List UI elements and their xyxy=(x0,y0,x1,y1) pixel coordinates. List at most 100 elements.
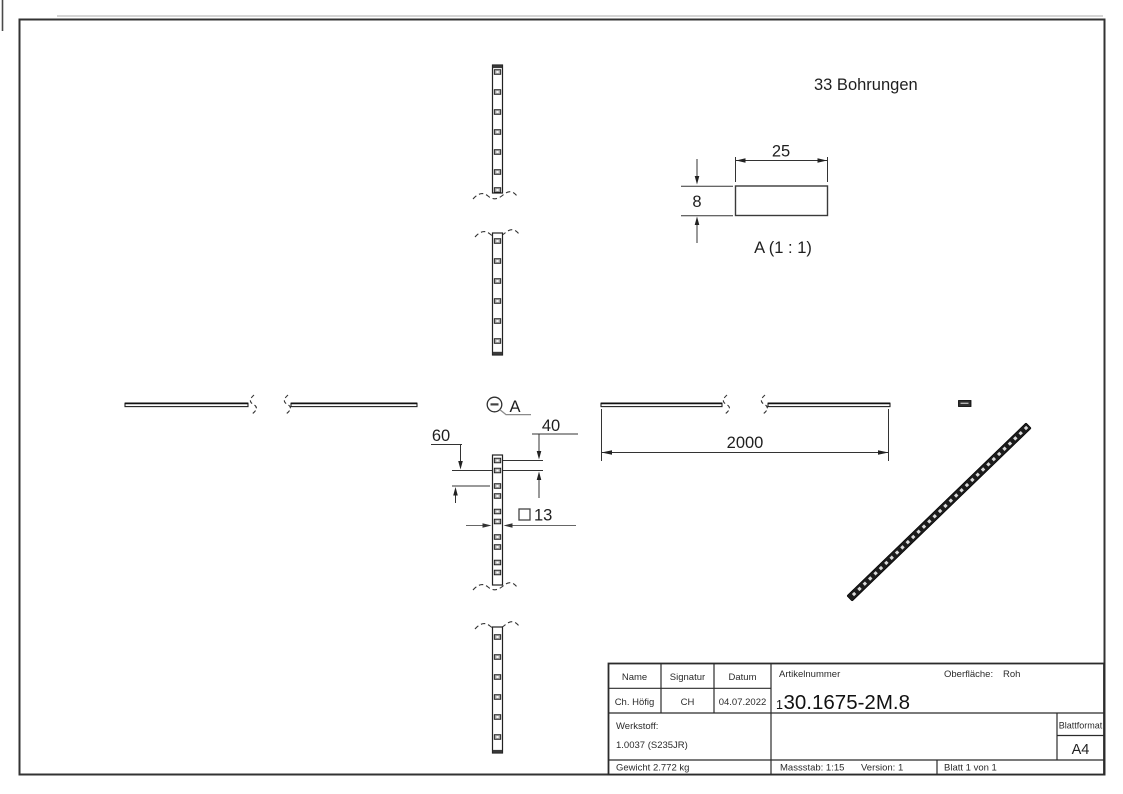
hole-highlight xyxy=(496,71,499,73)
square-hole xyxy=(910,534,916,540)
arrowhead xyxy=(536,471,542,480)
square-hole xyxy=(900,545,905,550)
hole-highlight xyxy=(496,240,499,242)
bar-end-cap xyxy=(492,749,503,753)
square-hole xyxy=(975,472,980,477)
square-hole xyxy=(943,503,948,509)
square-hole xyxy=(905,539,911,545)
square-hole xyxy=(862,581,868,586)
dimension-hole-pitch-60: 60 xyxy=(431,427,463,503)
sheet-format-label: Blattformat xyxy=(1059,721,1103,731)
hole-highlight xyxy=(496,260,499,262)
square-hole xyxy=(1007,441,1013,446)
dim-13: 13 xyxy=(534,507,552,525)
square-hole xyxy=(932,513,937,519)
hole-highlight xyxy=(496,320,499,322)
hole-highlight xyxy=(496,636,499,638)
break-line xyxy=(472,191,518,200)
hole-highlight xyxy=(496,171,499,173)
hole-highlight xyxy=(496,131,499,133)
dim-60: 60 xyxy=(432,427,450,445)
square-hole xyxy=(1013,436,1018,441)
hole-highlight xyxy=(496,495,499,497)
date-value: 04.07.2022 xyxy=(719,697,767,708)
article-number-prefix: 1 xyxy=(776,698,783,712)
weight-value: Gewicht 2.772 kg xyxy=(616,763,689,774)
isometric-view xyxy=(846,422,1032,602)
hole-highlight xyxy=(496,696,499,698)
square-hole xyxy=(921,524,927,529)
arrowhead xyxy=(536,451,542,460)
dimension-profile-width: 25 xyxy=(735,143,828,182)
detail-circle xyxy=(486,396,503,413)
hole-highlight xyxy=(496,340,499,342)
arrowhead xyxy=(817,158,827,163)
hole-highlight xyxy=(496,736,499,738)
square-hole xyxy=(889,555,894,560)
square-hole xyxy=(937,508,943,514)
square-hole xyxy=(986,462,991,467)
detail-caption: A (1 : 1) xyxy=(754,239,812,257)
dimension-profile-height: 8 xyxy=(681,159,733,243)
hole-centre-lines xyxy=(452,460,543,487)
scale-value: Massstab: 1:15 xyxy=(780,763,844,774)
dim-25: 25 xyxy=(772,143,790,161)
square-hole xyxy=(1023,425,1029,431)
square-hole xyxy=(851,591,857,597)
sheet-border xyxy=(18,18,1106,776)
break-line xyxy=(722,394,730,415)
square-hole xyxy=(1002,446,1007,451)
dim-8: 8 xyxy=(692,193,701,211)
arrowhead xyxy=(694,216,700,225)
side-view-left xyxy=(124,394,418,415)
author-signature: CH xyxy=(681,697,695,708)
arrowhead xyxy=(878,450,889,455)
square-hole xyxy=(916,529,921,535)
square-hole xyxy=(873,571,878,576)
dimension-hole-pitch-40: 40 xyxy=(532,417,578,498)
sheet-number: Blatt 1 von 1 xyxy=(944,763,997,774)
arrowhead xyxy=(482,523,492,528)
dimension-overall-length: 2000 xyxy=(601,409,889,461)
bar-end-cap xyxy=(492,351,503,355)
square-hole xyxy=(884,560,889,566)
profile-rect xyxy=(734,185,829,217)
date-header: Datum xyxy=(729,672,757,683)
hole-pattern xyxy=(493,238,502,344)
hole-highlight xyxy=(496,716,499,718)
hole-highlight xyxy=(496,571,499,574)
break-line xyxy=(249,394,257,415)
material-label: Werkstoff: xyxy=(616,721,658,732)
square-hole xyxy=(959,488,964,493)
arrowhead xyxy=(453,487,458,496)
hole-highlight xyxy=(496,459,499,462)
hole-highlight xyxy=(496,111,499,113)
square-symbol-icon xyxy=(518,508,531,521)
detail-marker-a: A xyxy=(486,396,531,416)
square-hole xyxy=(970,477,975,483)
arrowhead xyxy=(458,461,463,470)
hole-highlight xyxy=(496,536,499,538)
hole-highlight xyxy=(496,546,499,548)
dimension-hole-size: 13 xyxy=(466,507,576,528)
arrowhead xyxy=(694,176,700,185)
dim-2000: 2000 xyxy=(727,434,764,452)
square-hole xyxy=(878,565,884,571)
dim-40: 40 xyxy=(542,417,560,435)
surface-value: Roh xyxy=(1003,669,1020,680)
hole-highlight xyxy=(496,676,499,678)
square-hole xyxy=(953,493,959,498)
author-name: Ch. Höfig xyxy=(615,697,655,708)
arrowhead xyxy=(736,158,746,163)
article-label: Artikelnummer xyxy=(779,669,840,680)
square-hole xyxy=(991,456,997,462)
material-value: 1.0037 (S235JR) xyxy=(616,740,688,751)
title-block: Name Signatur Datum Ch. Höfig CH 04.07.2… xyxy=(607,662,1105,776)
surface-label: Oberfläche: xyxy=(944,669,993,680)
arrowhead xyxy=(503,523,513,528)
break-line xyxy=(472,582,518,591)
version-value: Version: 1 xyxy=(861,763,903,774)
article-number: 30.1675-2M.8 xyxy=(784,691,911,714)
hole-highlight xyxy=(496,510,499,513)
